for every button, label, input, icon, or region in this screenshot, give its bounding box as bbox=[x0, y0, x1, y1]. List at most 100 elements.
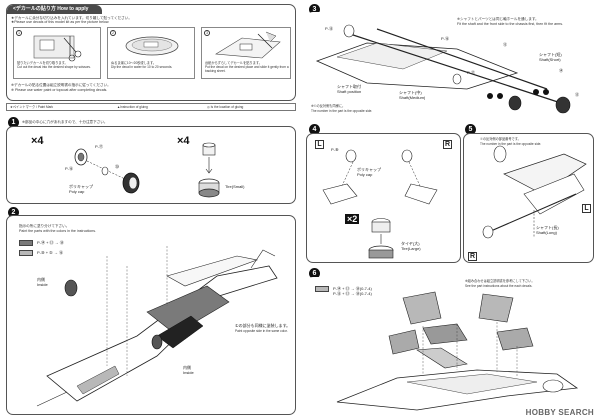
step-1-title: ※部品の中心に穴があれますので、十分注意下さい。 bbox=[22, 120, 108, 124]
decal-step-3: 3 台紙からずらしてデカールを貼ります。 Put the decal on th… bbox=[201, 27, 291, 79]
step-5-right-marker: R bbox=[468, 252, 477, 261]
step-2-color-swatch-dark bbox=[19, 240, 33, 246]
step-3-part-3: ⑫ bbox=[503, 42, 507, 47]
step-4-tire-jp: タイヤ(大) bbox=[401, 241, 420, 246]
decal-instructions-panel: <デカールの貼り方 How to apply decals> ★デカールに余分な… bbox=[6, 4, 296, 101]
step-3-shaft-position: Shaft position bbox=[337, 89, 362, 94]
step-1-poly-cap-jp: ポリキャップ bbox=[69, 184, 93, 189]
step-2-panel: 指示の所に塗り分けて下さい。 Paint the parts with the … bbox=[6, 215, 296, 415]
step-1-part-b: P-⑯ bbox=[65, 166, 73, 171]
step-3-shaft-short-jp: シャフト(短) bbox=[539, 52, 562, 57]
step-5-number: 5 bbox=[465, 124, 476, 135]
step-3-shaft-med-jp: シャフト(中) bbox=[399, 90, 422, 95]
decal-step-3-jp: 台紙からずらしてデカールを貼ります。 bbox=[205, 61, 262, 65]
step-1-number: 1 bbox=[8, 117, 19, 128]
step-2-inside-en: Inside bbox=[37, 282, 48, 287]
legend-bar: ★ペイントマーク / Paint Mark ▲Instruction of gl… bbox=[6, 103, 296, 111]
step-4-panel: L R P-⑧ ポリキャップ Poly cap ×2 タイヤ(大) Tire(L… bbox=[306, 133, 461, 263]
step-6-color-1: P-⑭ + ⑬ → ⑱(0-7-4) bbox=[333, 286, 372, 291]
step-6-color-swatch bbox=[315, 286, 329, 292]
step-3-note-en: Fit the shaft and the front side to the … bbox=[457, 22, 564, 26]
step-1-qty-left: ×4 bbox=[31, 135, 44, 147]
step-3-part-2: P-⑰ bbox=[467, 70, 475, 75]
step-2-inside2-jp: 内側 bbox=[183, 365, 191, 370]
step-1-qty-right: ×4 bbox=[177, 135, 190, 147]
step-5-note-jp: ①の反対側の部品番号です。 bbox=[480, 137, 521, 141]
decal-step-2-en: Dip the decal in water for 10 to 20 seco… bbox=[111, 65, 173, 69]
step-5-note-en: The number in the part is the opposite s… bbox=[480, 142, 542, 146]
glue-marker-2 bbox=[497, 93, 503, 99]
step-2-note-jp: 指示の所に塗り分けて下さい。 bbox=[19, 224, 70, 228]
step-4-tire-en: Tire(Large) bbox=[401, 246, 421, 251]
step-1-panel: ×4 ×4 P-⑰ P-⑯ ⑳ ポリキャップ Poly cap Tire(Sma… bbox=[6, 126, 296, 204]
step-3-opposite-en: The number in the part is the opposite s… bbox=[311, 109, 373, 113]
step-2-note-en: Paint the parts with the colors in the i… bbox=[19, 229, 97, 233]
step-3-number: 3 bbox=[309, 4, 320, 15]
step-2-inside2-en: Inside bbox=[183, 370, 194, 375]
step-1-part-c: ⑳ bbox=[115, 164, 119, 169]
decal-title: <デカールの貼り方 How to apply decals> bbox=[7, 5, 102, 21]
step-6-note-jp: ※組み合わせは組立説明書を参考にして下さい。 bbox=[465, 279, 535, 283]
step-3-part-4: ⑭ bbox=[559, 68, 563, 73]
decal-note-jp: ★デカールに余分な切り込みを入れています。切り離して貼ってください。 bbox=[11, 16, 132, 20]
step-3-note-jp: ※シャフトとパーツとは同じ軸ホールを通します。 bbox=[457, 17, 539, 21]
step-4-left-marker: L bbox=[315, 140, 324, 149]
decal-step-3-en: Put the decal on the desired place and s… bbox=[205, 65, 289, 73]
decal-step-3-number: 3 bbox=[204, 30, 210, 36]
glue-marker-3 bbox=[533, 89, 539, 95]
step-3-shaft-short-en: Shaft(Short) bbox=[539, 57, 561, 62]
decal-step-1-en: Cut out the decal into the desired shape… bbox=[17, 65, 91, 69]
decal-step-2-number: 2 bbox=[110, 30, 116, 36]
step-6-note-en: See the part instructions about the each… bbox=[465, 284, 533, 288]
glue-marker-1 bbox=[487, 93, 493, 99]
wheel-assembly-small-drawing bbox=[74, 142, 220, 198]
decal-step-1: 1 貼りたいデカールを切り取ります。 Cut out the decal int… bbox=[13, 27, 101, 79]
legend-glue: ▲Instruction of gluing bbox=[117, 105, 148, 109]
rear-arm-assembly-drawing bbox=[482, 145, 587, 239]
step-3-shaft-med-en: Shaft(Medium) bbox=[399, 95, 426, 100]
glue-marker-4 bbox=[543, 89, 549, 95]
decal-note-en: ★Please use decals of this model kit as … bbox=[11, 20, 110, 24]
decal-apply-illustration bbox=[215, 31, 281, 59]
legend-location: ◎ Is the location of gluing bbox=[207, 105, 244, 109]
step-4-poly-cap-jp: ポリキャップ bbox=[357, 167, 381, 172]
wheel-assembly-large-drawing bbox=[322, 149, 438, 259]
step-5-shaft-long-jp: シャフト(長) bbox=[536, 225, 559, 230]
decal-step-1-number: 1 bbox=[16, 30, 22, 36]
step-4-number: 4 bbox=[309, 124, 320, 135]
step-2-inside-jp: 内側 bbox=[37, 277, 45, 282]
shaft-assembly-drawing bbox=[315, 24, 571, 114]
step-2-color-1: P-⑭ + ⑬ → ⑱ bbox=[37, 240, 64, 245]
step-2-color-swatch-light bbox=[19, 250, 33, 256]
step-3-shaft-mount: シャフト取付 bbox=[337, 84, 361, 89]
decal-water-dish-illustration bbox=[125, 36, 179, 56]
step-3-opposite-jp: ※①の反対側も同様に。 bbox=[311, 104, 346, 108]
watermark: HOBBY SEARCH bbox=[525, 408, 594, 417]
step-1-part-a: P-⑰ bbox=[95, 144, 103, 149]
step-2-number: 2 bbox=[8, 207, 19, 218]
legend-paint: ★ペイントマーク / Paint Mark bbox=[10, 105, 54, 109]
step-6-panel: ※組み合わせは組立説明書を参考にして下さい。 See the part inst… bbox=[306, 277, 594, 413]
decal-step-2: 2 ぬるま湯に10〜20秒浸します。 Dip the decal in wate… bbox=[107, 27, 195, 79]
decal-footer-jp: ※デカールの貼る位置は組立説明書の指示に従ってください。 bbox=[11, 83, 111, 87]
step-5-panel: ①の反対側の部品番号です。 The number in the part is … bbox=[463, 133, 594, 263]
step-5-shaft-long-en: Shaft(Long) bbox=[536, 230, 557, 235]
upper-body-assembly-drawing bbox=[336, 291, 579, 411]
step-6-number: 6 bbox=[309, 268, 320, 279]
step-3-panel: ※シャフトとパーツとは同じ軸ホールを通します。 Fit the shaft an… bbox=[306, 12, 594, 118]
step-3-part-0: P-⑮ bbox=[325, 26, 333, 31]
step-4-right-marker: R bbox=[443, 140, 452, 149]
decal-step-1-jp: 貼りたいデカールを切り取ります。 bbox=[17, 61, 68, 65]
step-1-tire-small: Tire(Small) bbox=[225, 184, 245, 189]
step-2-color-2: P-⑩ + ⑤ → ⑯ bbox=[37, 250, 63, 255]
decal-footer-en: ※ Please use water paint or topcoat afte… bbox=[11, 88, 108, 92]
step-5-left-marker: L bbox=[582, 204, 591, 213]
step-3-part-5: ⑬ bbox=[575, 92, 579, 97]
step-2-paint-note-en: Paint opposite side in the same color. bbox=[235, 329, 288, 333]
step-4-part: P-⑧ bbox=[331, 147, 339, 152]
step-1-poly-cap-en: Poly cap bbox=[69, 189, 85, 194]
chassis-painting-drawing bbox=[36, 246, 278, 407]
step-2-paint-note-jp: ①の部分も同様に塗装します。 bbox=[235, 323, 291, 328]
step-3-part-1: P-⑯ bbox=[441, 36, 449, 41]
step-4-qty: ×2 bbox=[345, 214, 360, 224]
